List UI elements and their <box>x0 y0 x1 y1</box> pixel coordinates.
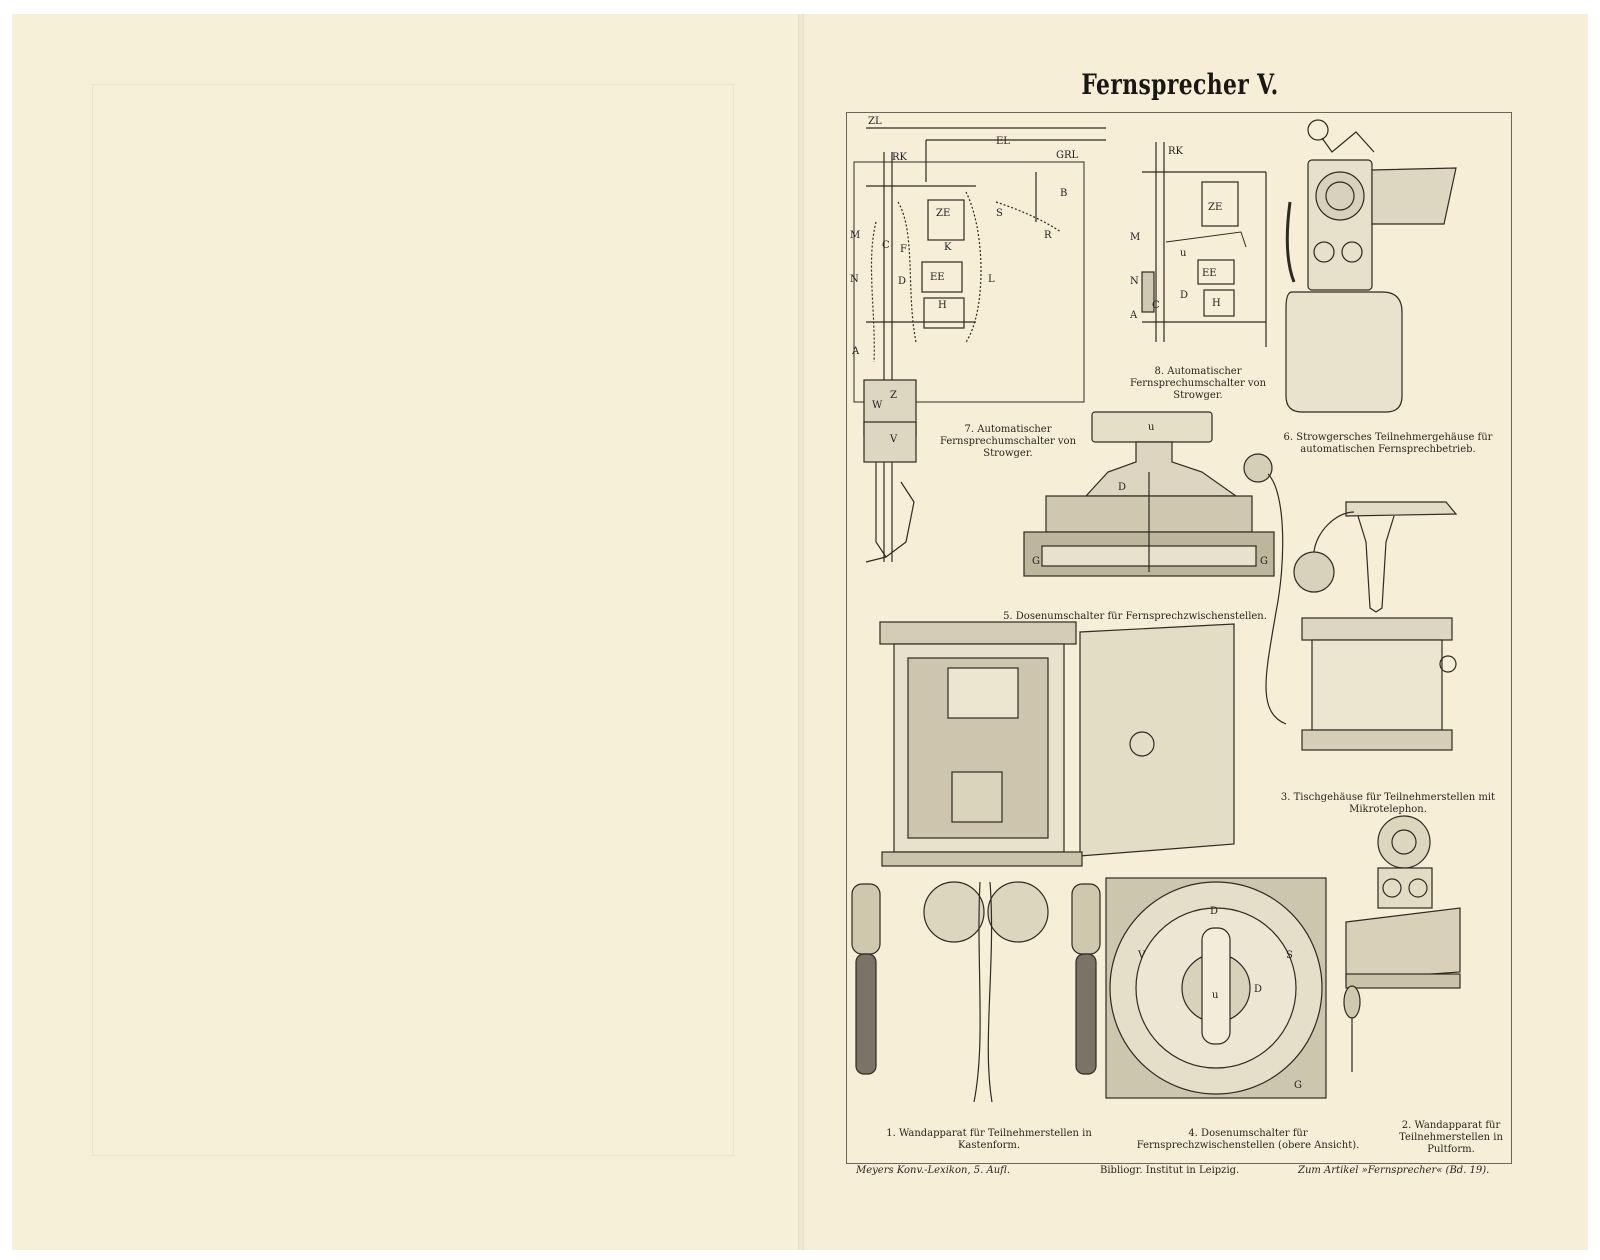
caption-figure-6: 6. Strowgersches Teilnehmergehäuse für a… <box>1283 432 1493 455</box>
fig7-label-v: V <box>889 434 898 445</box>
fig8-label-ee: EE <box>1202 268 1217 279</box>
caption-figure-5: 5. Dosenumschalter für Fernsprechzwische… <box>1003 611 1267 622</box>
fig7-label-d: D <box>898 276 906 287</box>
footer-publication: Meyers Konv.-Lexikon, 5. Aufl. <box>856 1165 1011 1176</box>
plate-illustrations: ZL EL GRL RK ZE B M C F K N D EE L H A Z… <box>850 116 1461 1103</box>
fig7-label-rk: RK <box>892 152 908 163</box>
figure-8-automatic-switch <box>1141 142 1267 347</box>
fig7-label-z: Z <box>890 390 897 401</box>
fig7-label-ee: EE <box>930 272 945 283</box>
fig5-label-d: D <box>1118 482 1126 493</box>
figure-4-box-switch-top-view <box>1105 877 1327 1099</box>
fig7-label-zl: ZL <box>868 116 882 127</box>
fig5-label-u: u <box>1148 422 1155 433</box>
caption-figure-3: 3. Tischgehäuse für Teilnehmerstellen mi… <box>1280 792 1496 815</box>
fig8-label-d: D <box>1180 290 1188 301</box>
fig7-label-n: N <box>850 274 859 285</box>
fig5-label-g-right: G <box>1260 556 1268 567</box>
show-through-frame <box>92 84 734 1156</box>
fig8-label-h: H <box>1212 298 1221 309</box>
fig4-label-d-right: D <box>1254 984 1262 995</box>
caption-figure-7: 7. Automatischer Fernsprechumschalter vo… <box>939 424 1077 459</box>
fig8-label-a: A <box>1129 310 1138 321</box>
fig7-label-f: F <box>900 244 907 255</box>
fig7-label-c: C <box>882 240 890 251</box>
fig7-label-a: A <box>851 346 860 357</box>
fig5-label-g-left: G <box>1032 556 1040 567</box>
fig7-label-w: W <box>872 400 883 411</box>
fig7-label-h: H <box>938 300 947 311</box>
fig7-label-ze: ZE <box>936 208 950 219</box>
figure-2-desk-form-wall-set <box>1343 815 1461 1072</box>
fig8-label-u: u <box>1180 248 1187 259</box>
caption-figure-4: 4. Dosenumschalter für Fernsprechzwische… <box>1136 1128 1360 1151</box>
fig7-label-l: L <box>988 274 995 285</box>
figure-3-table-set <box>1243 453 1458 751</box>
left-blank-page <box>12 14 800 1250</box>
fig4-label-d-top: D <box>1210 906 1218 917</box>
fig8-label-n: N <box>1130 276 1139 287</box>
figure-labels: ZL EL GRL RK ZE B M C F K N D EE L H A Z… <box>850 116 1302 1091</box>
fig7-label-m: M <box>850 230 860 241</box>
fig4-label-s: S <box>1286 950 1293 961</box>
footer-publisher: Bibliogr. Institut in Leipzig. <box>1100 1165 1240 1176</box>
figure-1-wall-cabinet-set <box>851 621 1235 1103</box>
caption-figure-2: 2. Wandapparat für Teilnehmerstellen in … <box>1399 1120 1503 1155</box>
caption-figure-8: 8. Automatischer Fernsprechumschalter vo… <box>1129 366 1267 401</box>
fig8-label-m: M <box>1130 232 1140 243</box>
fig7-label-grl: GRL <box>1056 150 1079 161</box>
fig7-label-el: EL <box>996 136 1010 147</box>
fig8-label-c: C <box>1152 300 1160 311</box>
fig7-label-b: B <box>1060 188 1067 199</box>
page-fold <box>798 14 804 1250</box>
plate-title: Fernsprecher V. <box>1081 68 1279 101</box>
fig7-label-r: R <box>1044 230 1052 241</box>
fig7-label-s: S <box>996 208 1003 219</box>
footer-article-reference: Zum Artikel »Fernsprecher« (Bd. 19). <box>1298 1165 1490 1176</box>
figure-7-strowger-switch-diagram <box>853 127 1106 563</box>
fig7-label-k: K <box>944 242 952 253</box>
fig8-label-ze: ZE <box>1208 202 1222 213</box>
fig8-label-rk: RK <box>1168 146 1184 157</box>
figure-5-box-switch-section <box>1023 411 1275 577</box>
fig4-label-g: G <box>1294 1080 1302 1091</box>
plate-frame <box>846 112 1512 1164</box>
fig4-label-u: u <box>1212 990 1219 1001</box>
caption-figure-1: 1. Wandapparat für Teilnehmerstellen in … <box>886 1128 1092 1151</box>
fig4-label-v: V <box>1137 950 1146 961</box>
figure-6-strowger-subscriber-set <box>1285 119 1457 413</box>
